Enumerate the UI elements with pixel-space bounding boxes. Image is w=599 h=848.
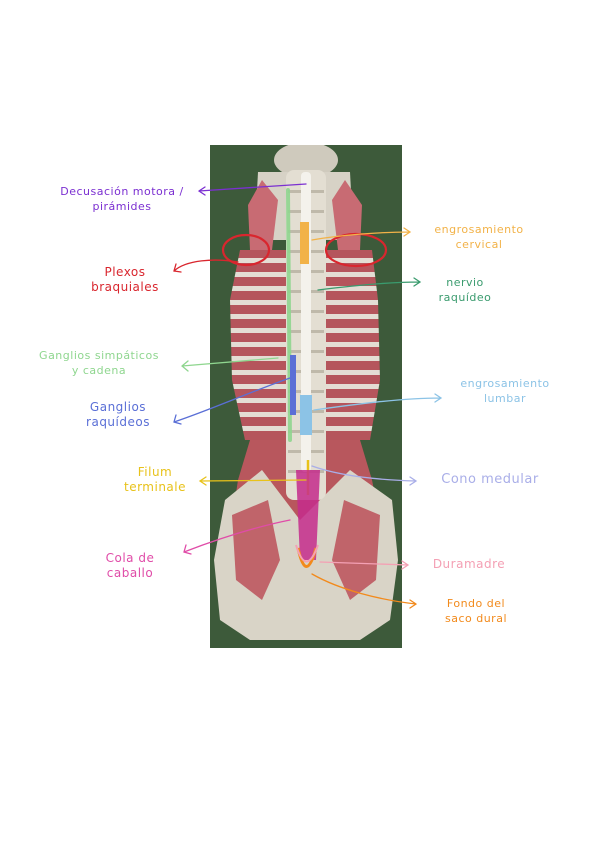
sympathetic-chain-highlight xyxy=(286,188,292,442)
right-scapula xyxy=(332,180,362,250)
label-fondo-line2: saco dural xyxy=(444,612,508,625)
label-eng-cervical-line1: engrosamiento xyxy=(434,223,524,236)
label-eng-lumbar: engrosamiento lumbar xyxy=(446,376,564,406)
label-fondo: Fondo del saco dural xyxy=(426,596,526,626)
arrow-eng-cervical xyxy=(311,227,412,241)
arrow-filum xyxy=(198,476,307,486)
label-nervio: nervio raquídeo xyxy=(422,275,508,305)
label-nervio-line1: nervio xyxy=(446,276,484,289)
label-filum-line2: terminale xyxy=(123,480,186,494)
label-plexos-line2: braquiales xyxy=(91,280,159,294)
label-decusacion-line2: pirámides xyxy=(92,200,152,213)
label-cola-line1: Cola de xyxy=(105,551,155,565)
label-plexos-line1: Plexos xyxy=(104,265,146,279)
label-cono: Cono medular xyxy=(426,472,554,487)
dura-highlight xyxy=(295,544,319,563)
label-filum-line1: Filum xyxy=(137,465,173,479)
arrow-duramadre xyxy=(319,560,410,570)
arrow-ganglios-simpaticos xyxy=(180,357,279,372)
label-cola-line2: caballo xyxy=(106,566,154,580)
label-ganglios-raquideos-line2: raquídeos xyxy=(86,415,150,429)
label-ganglios-simpaticos-line2: y cadena xyxy=(71,364,127,377)
label-cono-line1: Cono medular xyxy=(441,472,539,487)
arrow-decusacion xyxy=(197,183,307,196)
label-ganglios-simpaticos: Ganglios simpáticos y cadena xyxy=(30,348,168,378)
label-decusacion: Decusación motora / pirámides xyxy=(52,184,192,214)
label-nervio-line2: raquídeo xyxy=(438,291,492,304)
label-duramadre: Duramadre xyxy=(418,557,520,572)
cervical-enlargement-highlight xyxy=(300,222,309,264)
label-plexos: Plexos braquiales xyxy=(70,265,180,295)
label-fondo-line1: Fondo del xyxy=(446,597,506,610)
arrow-plexos xyxy=(173,259,239,273)
arrow-ganglios-raquideos xyxy=(173,377,291,425)
label-filum: Filum terminale xyxy=(112,465,198,495)
label-duramadre-line1: Duramadre xyxy=(432,557,506,571)
label-eng-cervical: engrosamiento cervical xyxy=(420,222,538,252)
cauda-equina-highlight xyxy=(296,470,320,560)
skull-base xyxy=(274,145,338,178)
label-eng-lumbar-line2: lumbar xyxy=(484,392,526,405)
spinal-ganglia-highlight xyxy=(290,355,296,415)
arrow-nervio xyxy=(317,277,422,291)
anatomy-photo xyxy=(210,145,402,648)
arrow-cola xyxy=(183,519,291,555)
label-ganglios-raquideos: Ganglios raquídeos xyxy=(70,400,166,430)
left-scapula xyxy=(248,180,278,250)
leader-arrows xyxy=(173,183,443,609)
right-gluteal xyxy=(332,500,380,600)
left-brachial-plexus-ring xyxy=(221,233,271,267)
label-eng-cervical-line2: cervical xyxy=(455,238,503,251)
label-eng-lumbar-line1: engrosamiento xyxy=(460,377,550,390)
label-ganglios-simpaticos-line1: Ganglios simpáticos xyxy=(39,349,159,362)
lumbar-enlargement-highlight xyxy=(300,395,312,435)
arrow-eng-lumbar xyxy=(313,393,443,411)
arrow-cono xyxy=(311,465,418,486)
arrow-fondo xyxy=(311,573,418,609)
label-cola: Cola de caballo xyxy=(90,551,170,581)
label-ganglios-raquideos-line1: Ganglios xyxy=(89,400,147,414)
label-decusacion-line1: Decusación motora / xyxy=(60,185,184,198)
